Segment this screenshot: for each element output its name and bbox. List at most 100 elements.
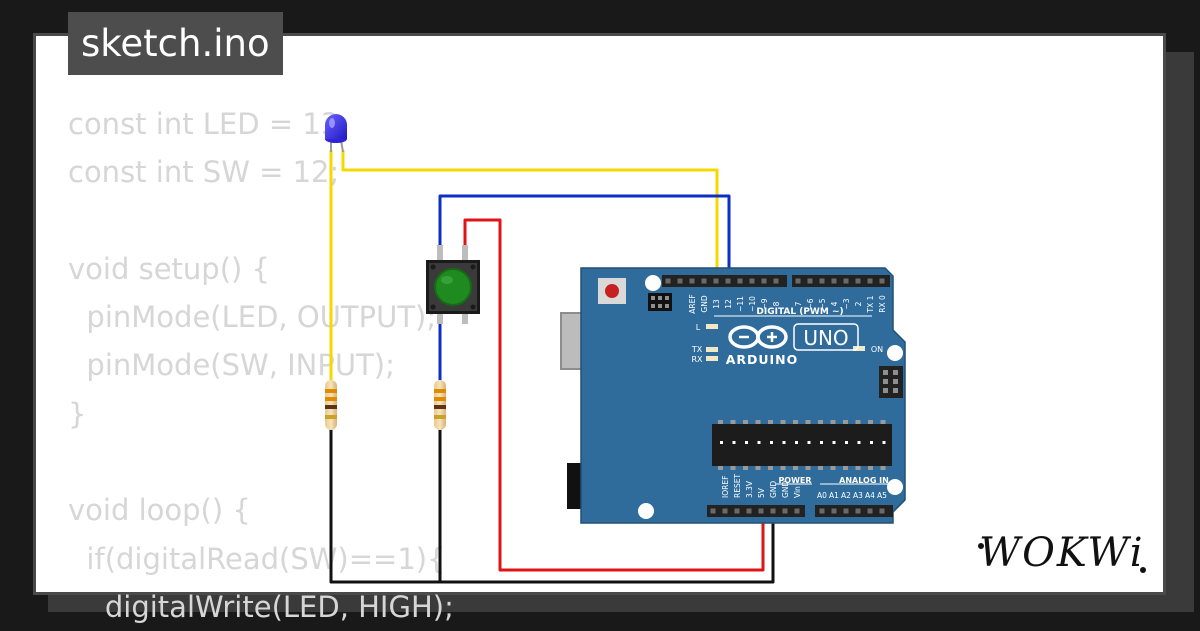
header-pin[interactable]	[855, 508, 861, 514]
pin-label: A3	[853, 491, 863, 500]
wires	[329, 150, 775, 584]
board-leds: L TX RX ON	[691, 323, 883, 364]
header-pin[interactable]	[843, 278, 849, 284]
pin-label: ~6	[806, 298, 815, 309]
chip-pin	[755, 466, 761, 470]
pin-label: A1	[829, 491, 839, 500]
wire-black-resistor1-to-gnd[interactable]	[329, 428, 775, 584]
pin-label: AREF	[688, 294, 697, 313]
wire-red-button-to-5v[interactable]	[463, 218, 765, 572]
svg-text:L: L	[696, 323, 701, 332]
pin-label: 5V	[757, 487, 766, 498]
header-pin[interactable]	[749, 278, 755, 284]
header-pin[interactable]	[737, 278, 743, 284]
svg-text:UNO: UNO	[803, 326, 848, 350]
chip-pin	[868, 420, 873, 424]
chip-pin	[843, 420, 848, 424]
header-pin[interactable]	[689, 278, 695, 284]
push-button[interactable]	[426, 245, 480, 324]
header-pin[interactable]	[701, 278, 707, 284]
pin-label: ~9	[760, 298, 769, 309]
header-pin[interactable]	[782, 508, 788, 514]
header-pin[interactable]	[665, 278, 671, 284]
header-pin[interactable]	[677, 278, 683, 284]
chip-pin	[830, 466, 836, 470]
chip-marking	[882, 441, 886, 444]
pin-label: A4	[865, 491, 875, 500]
pin-label: A2	[841, 491, 851, 500]
header-pin[interactable]	[831, 278, 837, 284]
header-pin[interactable]	[761, 278, 767, 284]
resistor-2[interactable]	[434, 380, 446, 430]
chip-marking	[732, 441, 736, 444]
header-pin[interactable]	[773, 278, 779, 284]
header-pin[interactable]	[795, 278, 801, 284]
sketch-tab-label: sketch.ino	[81, 22, 270, 65]
pin-label: GND	[781, 481, 790, 498]
pin-label: TX 1	[866, 295, 875, 313]
header-pin[interactable]	[867, 508, 873, 514]
wire-yellow-led-to-pin13[interactable]	[341, 150, 719, 283]
analog-header[interactable]	[815, 505, 893, 517]
header-pin[interactable]	[819, 508, 825, 514]
chip-marking	[795, 441, 798, 444]
header-pin[interactable]	[710, 508, 716, 514]
arduino-logo: ARDUINO UNO	[726, 323, 859, 367]
chip-pin	[805, 420, 811, 424]
resistor-1[interactable]	[325, 380, 337, 430]
pin-label: GND	[700, 295, 709, 312]
header-pin[interactable]	[879, 508, 885, 514]
svg-text:RX: RX	[691, 355, 703, 364]
header-pin[interactable]	[758, 508, 764, 514]
svg-text:ARDUINO: ARDUINO	[726, 352, 799, 367]
header-pin[interactable]	[770, 508, 776, 514]
header-pin[interactable]	[807, 278, 813, 284]
svg-text:TX: TX	[691, 345, 703, 354]
chip-pin	[743, 420, 748, 424]
chip-marking	[770, 441, 773, 444]
blue-led[interactable]	[325, 114, 347, 153]
header-pin[interactable]	[855, 278, 861, 284]
code-line: if(digitalRead(SW)==1){	[68, 541, 446, 576]
pin-label: ~10	[748, 296, 757, 312]
header-pin[interactable]	[831, 508, 837, 514]
pin-label: 3.3V	[745, 480, 754, 498]
pin-label: 4	[830, 301, 839, 306]
code-line: const int SW = 12;	[68, 155, 340, 190]
chip-pin	[880, 466, 886, 470]
digital-header-left[interactable]	[662, 275, 787, 287]
code-line: pinMode(SW, INPUT);	[68, 348, 395, 383]
chip-marking	[720, 441, 723, 444]
header-pin[interactable]	[725, 278, 731, 284]
atmega-chip	[712, 420, 892, 470]
chip-marking	[857, 441, 861, 444]
chip-marking	[870, 441, 873, 444]
svg-text:WOKWi: WOKWi	[979, 530, 1145, 576]
header-pin[interactable]	[843, 508, 849, 514]
header-pin[interactable]	[867, 278, 873, 284]
header-pin[interactable]	[713, 278, 719, 284]
chip-pin	[730, 466, 736, 470]
chip-pin	[730, 420, 736, 424]
chip-pin	[780, 420, 786, 424]
header-pin[interactable]	[746, 508, 752, 514]
header-pin[interactable]	[879, 278, 885, 284]
wire-blue-button-to-pin12[interactable]	[438, 194, 731, 283]
chip-pin	[805, 466, 811, 470]
header-pin[interactable]	[819, 278, 825, 284]
pin-label: 7	[794, 301, 803, 306]
chip-pin	[793, 420, 798, 424]
header-pin[interactable]	[734, 508, 740, 514]
chip-pin	[843, 466, 848, 470]
digital-header-right[interactable]	[792, 275, 890, 287]
wokwi-logo: WOKWi	[978, 530, 1146, 576]
chip-pin	[755, 420, 761, 424]
sketch-tab[interactable]: sketch.ino	[68, 12, 283, 75]
header-pin[interactable]	[722, 508, 728, 514]
code-line: void setup() {	[68, 251, 270, 286]
header-pin[interactable]	[794, 508, 800, 514]
power-header[interactable]	[707, 505, 805, 517]
chip-pin	[743, 466, 748, 470]
chip-pin	[780, 466, 786, 470]
